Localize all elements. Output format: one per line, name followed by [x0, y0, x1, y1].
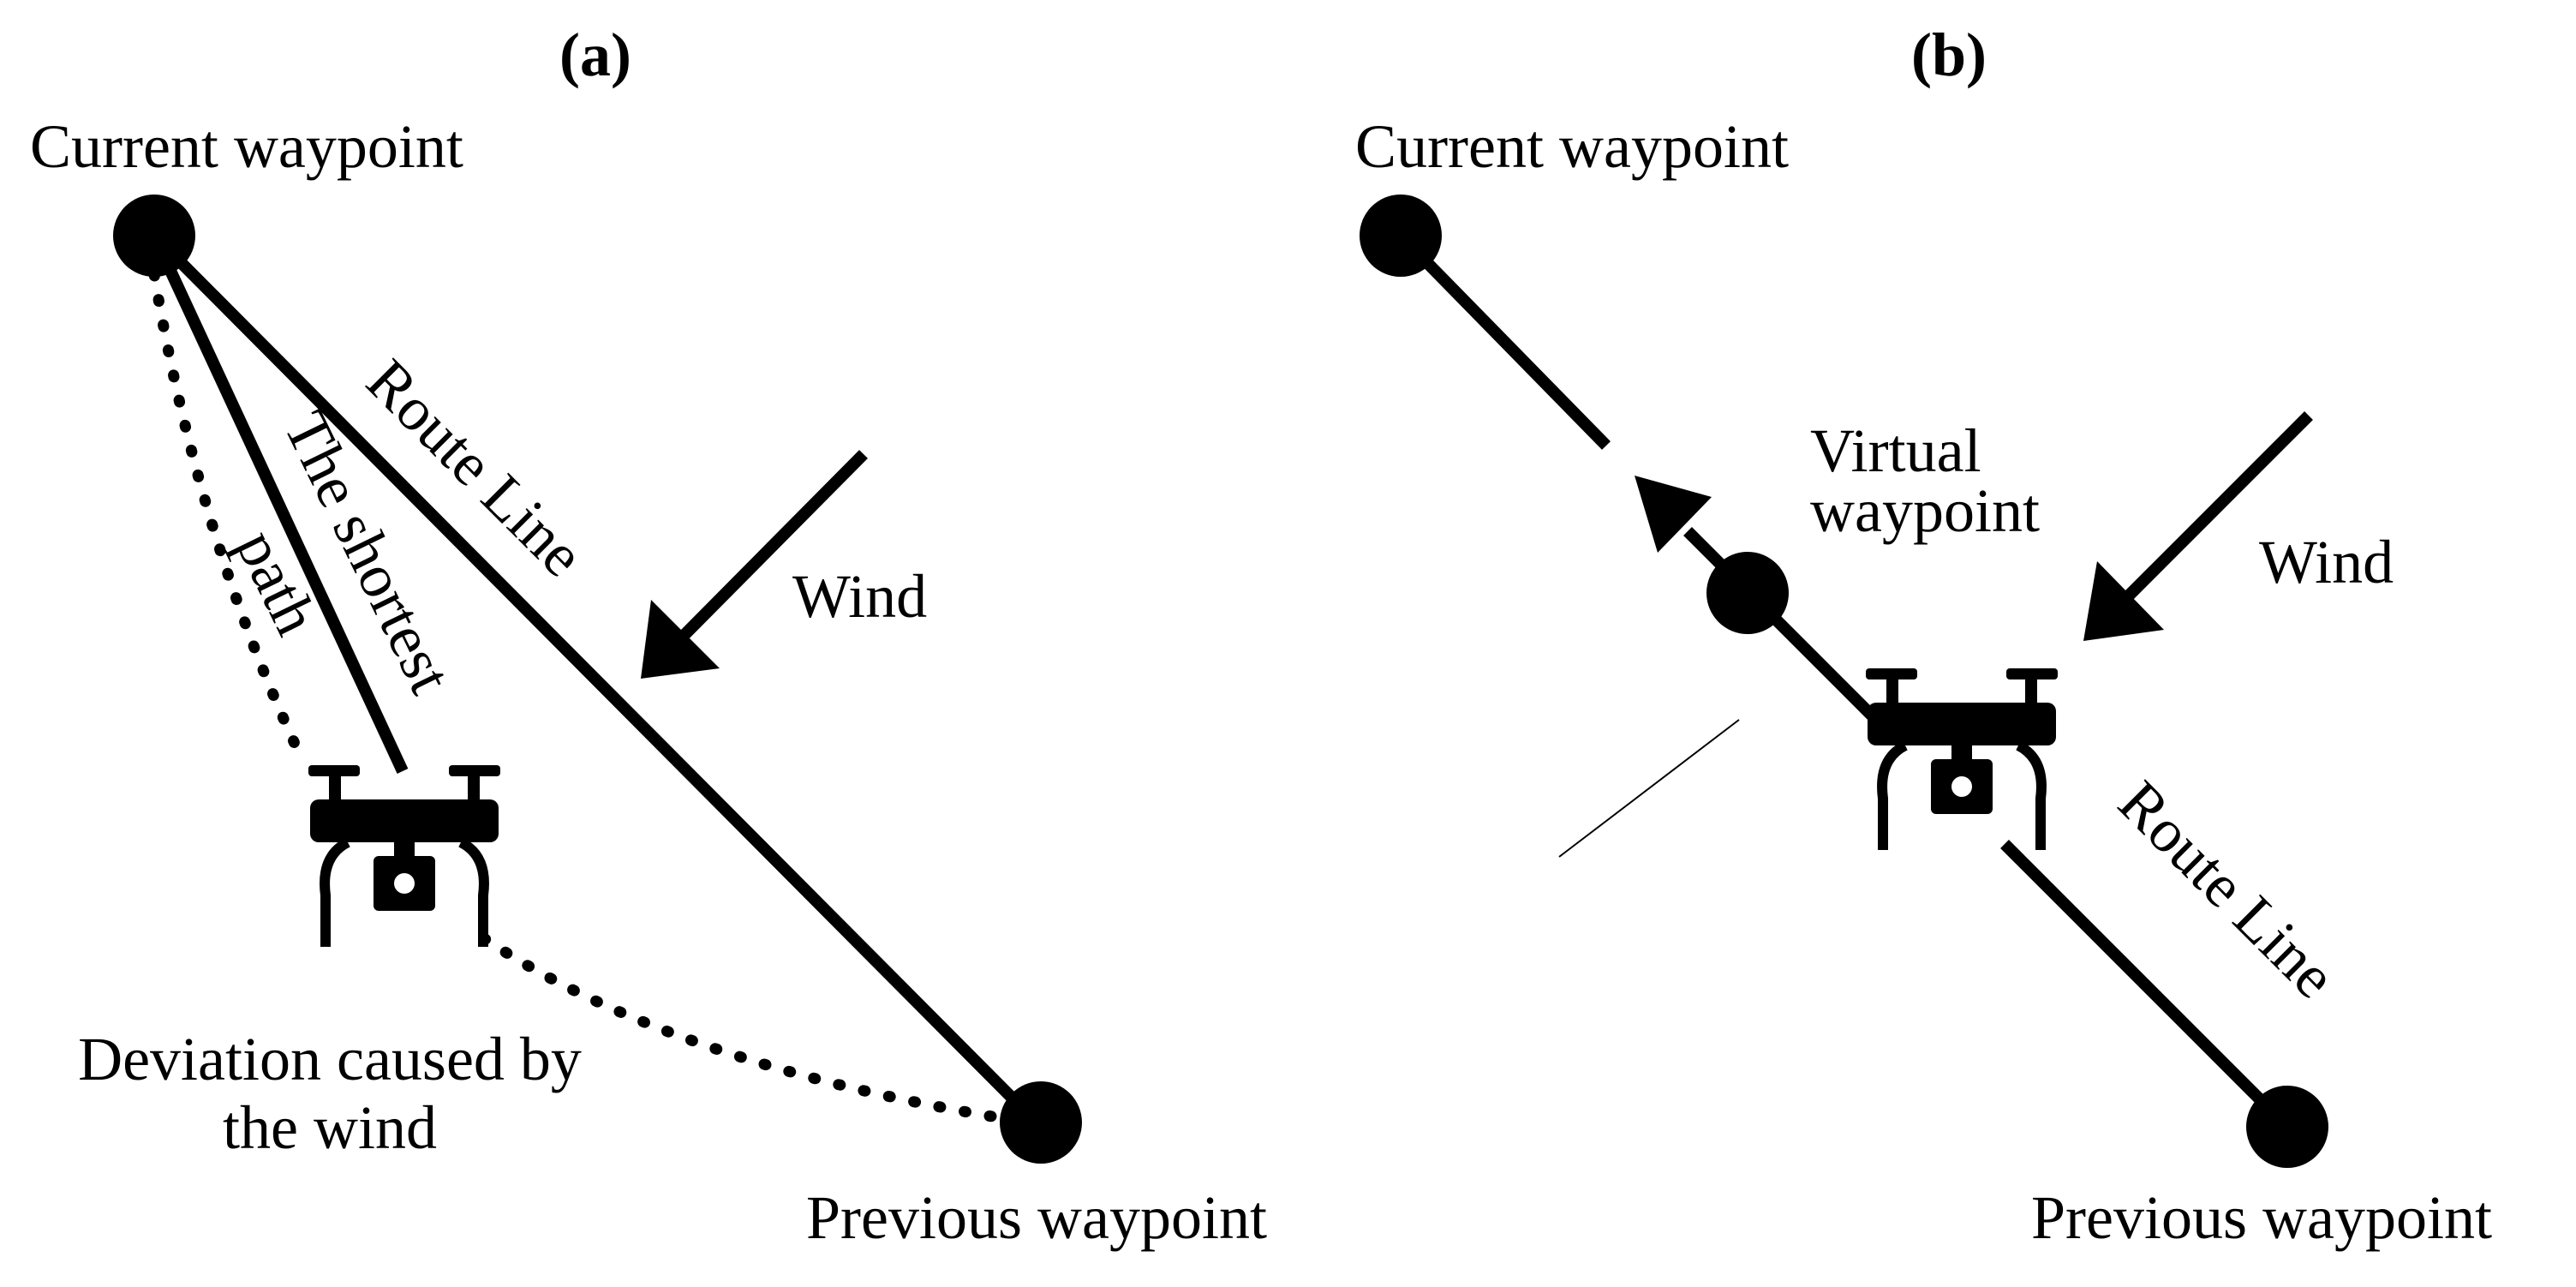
- panel-a-deviation-label-line1: Deviation caused by: [78, 1025, 582, 1093]
- panel-b-label: (b): [1911, 21, 1987, 89]
- panel-a-current-waypoint-label: Current waypoint: [30, 112, 463, 181]
- panel-b-current-waypoint-icon: [1360, 195, 1442, 277]
- panel-b-route-line-lower: [2000, 840, 2292, 1131]
- panel-b-thin-line: [1558, 719, 1740, 858]
- panel-b: (b) Current waypoint Virtual waypoint Wi…: [1355, 21, 2492, 1252]
- panel-b-virtual-waypoint-label-line1: Virtual: [1810, 416, 1981, 485]
- panel-b-wind-label: Wind: [2259, 528, 2394, 596]
- panel-a-label: (a): [559, 21, 631, 89]
- panel-b-drone-icon: [1866, 668, 2058, 850]
- panel-a: (a) Current waypoint Route Line The shor…: [30, 21, 1267, 1252]
- panel-a-current-waypoint-icon: [113, 195, 195, 277]
- panel-a-previous-waypoint-icon: [1000, 1081, 1082, 1164]
- panel-a-previous-waypoint-label: Previous waypoint: [806, 1183, 1267, 1252]
- panel-a-wind-label: Wind: [792, 562, 927, 631]
- panel-b-route-line-upper: [1396, 231, 1611, 450]
- panel-a-drone-icon: [308, 765, 500, 947]
- panel-b-previous-waypoint-icon: [2246, 1086, 2328, 1168]
- panel-b-virtual-waypoint-icon: [1706, 552, 1789, 634]
- panel-a-shortest-path-label-line2: path: [223, 519, 331, 644]
- panel-b-virtual-waypoint-label-line2: waypoint: [1810, 476, 2040, 545]
- panel-a-wind-arrow-icon: [641, 450, 868, 679]
- panel-b-current-waypoint-label: Current waypoint: [1355, 112, 1789, 181]
- panel-b-previous-waypoint-label: Previous waypoint: [2031, 1183, 2492, 1252]
- panel-a-route-line: [150, 231, 1041, 1127]
- panel-a-deviation-path-lower: [478, 932, 1008, 1124]
- panel-b-wind-arrow-icon: [2083, 411, 2313, 641]
- panel-a-deviation-path: [148, 268, 302, 751]
- panel-a-shortest-path-line: [148, 233, 409, 774]
- panel-a-deviation-label-line2: the wind: [223, 1093, 437, 1162]
